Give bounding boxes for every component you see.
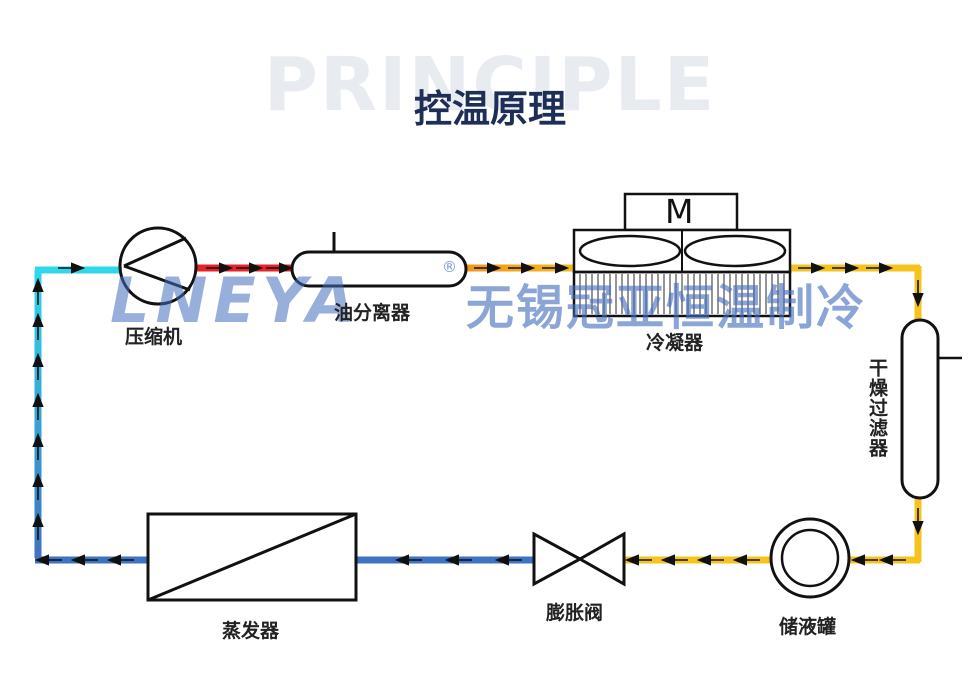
evaporator-symbol [146,512,358,602]
company-watermark: 无锡冠亚恒温制冷 [466,280,867,336]
expansion-valve-label: 膨胀阀 [546,602,604,624]
page-title: 控温原理 [413,87,566,131]
receiver-symbol [769,517,851,599]
condenser-motor-label: M [665,192,694,231]
compressor-label: 压缩机 [125,326,183,348]
condenser-fan [683,234,787,268]
brand-watermark-logo: LNEYA [110,264,361,337]
condenser-fan [578,234,682,268]
dryer-filter-label: 干燥过滤器 [866,358,888,458]
condenser-symbol [572,192,792,318]
dryer-filter-symbol [900,318,962,500]
compressor-symbol [118,226,198,306]
background-heading: PRINCIPLE [263,42,717,128]
registered-mark: ® [442,258,457,276]
condenser-label: 冷凝器 [646,332,704,354]
evaporator-label: 蒸发器 [222,620,280,642]
flow-arrows [32,262,924,566]
expansion-valve-symbol [532,531,626,587]
oil-separator-symbol [290,232,468,288]
oil-separator-label: 油分离器 [334,302,411,324]
receiver-label: 储液罐 [779,616,837,638]
